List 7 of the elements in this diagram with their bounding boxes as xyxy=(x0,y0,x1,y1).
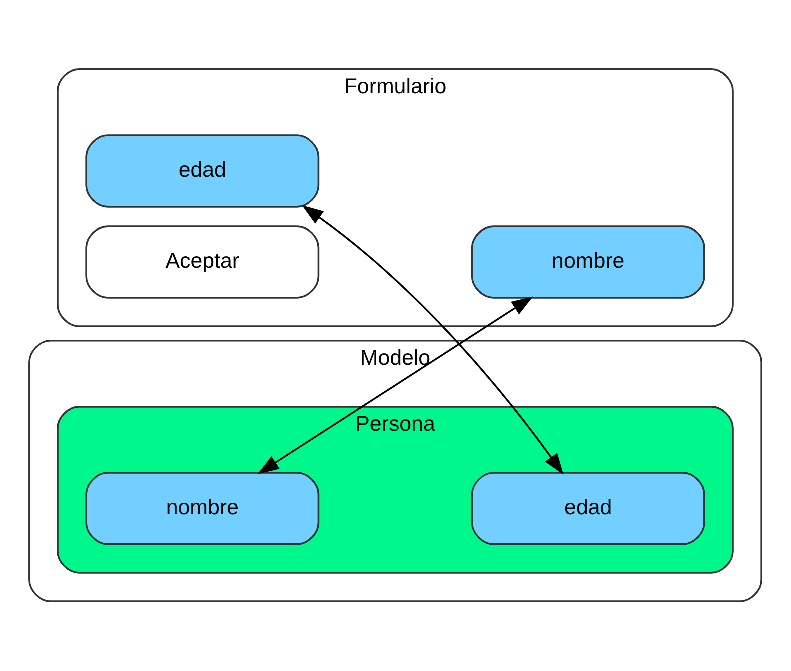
node-box: edad xyxy=(86,134,320,208)
arrow xyxy=(258,296,534,474)
node-box: nombre xyxy=(471,226,706,299)
node-box: nombre xyxy=(86,472,320,546)
node-box: edad xyxy=(471,472,706,546)
arrow xyxy=(302,205,564,475)
node-box: Aceptar xyxy=(86,226,320,299)
